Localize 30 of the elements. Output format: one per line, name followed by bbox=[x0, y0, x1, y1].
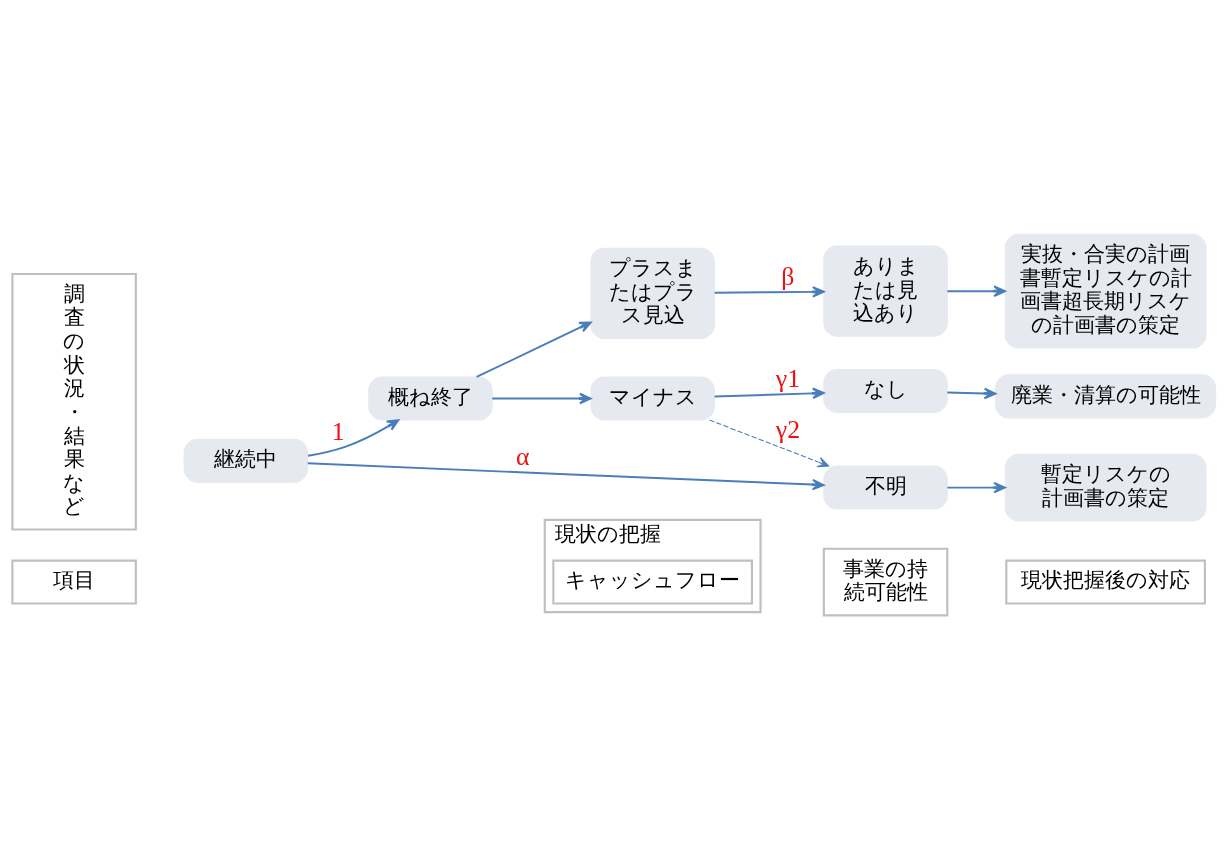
node-box: 事業の持続可能性 bbox=[822, 547, 949, 616]
edge-label: α bbox=[516, 441, 530, 471]
arrow bbox=[713, 285, 825, 298]
arrow bbox=[709, 419, 830, 467]
arrow bbox=[713, 387, 825, 399]
edge-label: 1 bbox=[331, 416, 345, 446]
node-box: キャッシュフロー bbox=[552, 559, 753, 605]
node-box: プラスまたはプラス見込 bbox=[590, 247, 715, 339]
node-box: 実抜・合実の計画書暫定リスケの計画書超長期リスケの計画書の策定 bbox=[1004, 233, 1207, 349]
arrow bbox=[307, 418, 400, 457]
node-box: 暫定リスケの計画書の策定 bbox=[1004, 453, 1207, 521]
node-box: 調査の状況・結果など bbox=[11, 272, 137, 531]
node-box: 不明 bbox=[823, 465, 948, 510]
arrow bbox=[946, 284, 1006, 297]
node-box: 継続中 bbox=[183, 438, 309, 483]
edge-label: β bbox=[781, 261, 795, 291]
node-box: 廃業・清算の可能性 bbox=[995, 373, 1217, 418]
node-box: 項目 bbox=[11, 559, 137, 605]
node-box: マイナス bbox=[590, 376, 715, 421]
arrow bbox=[946, 481, 1006, 493]
edge-label: γ2 bbox=[775, 414, 801, 444]
node-box: なし bbox=[823, 368, 948, 413]
node-box: ありまたは見込あり bbox=[823, 245, 948, 337]
node-box: 現状把握後の対応 bbox=[1005, 559, 1206, 605]
arrow bbox=[491, 392, 592, 404]
node-box: 概ね終了 bbox=[368, 376, 493, 421]
arrow bbox=[475, 320, 592, 378]
edge-label: γ1 bbox=[775, 363, 801, 393]
arrow bbox=[306, 461, 825, 490]
arrow bbox=[946, 387, 997, 399]
